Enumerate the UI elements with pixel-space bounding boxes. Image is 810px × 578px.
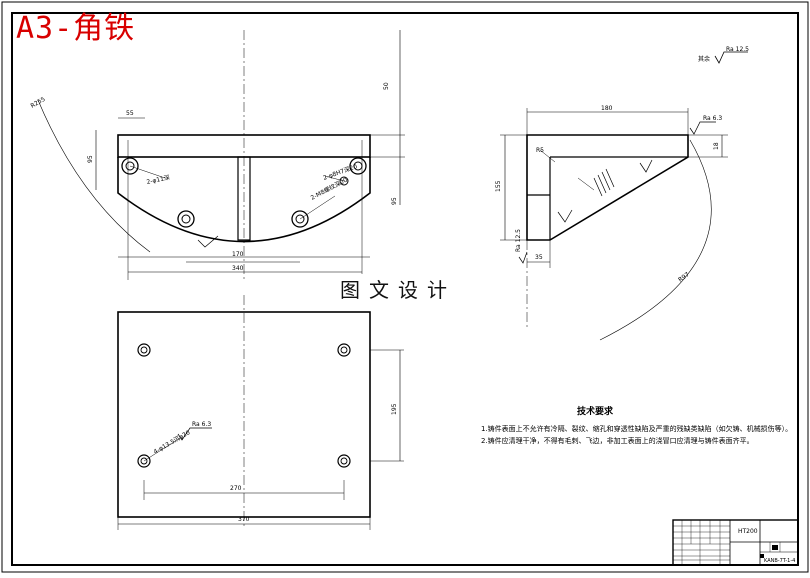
inner-border [11,12,799,566]
front-width-outer-dim: 340 [232,265,244,272]
plan-roughness-label: Ra 6.3 [192,421,211,428]
tech-requirement-note: 2.铸件应清理干净，不得有毛刺、飞边，非加工表面上的浇冒口应清理与铸件表面齐平。 [481,437,754,445]
title-block-labels: HT200 KANB-7T-1-4 [738,528,795,564]
front-height-dim: 95 [87,155,94,163]
general-roughness-prefix: 其余 [698,55,710,63]
side-chamfer-dim: R5 [536,147,544,154]
watermark-text: 图文设计 [336,274,460,303]
plan-hole-spec: 4-φ13.5沉φ20 [152,428,192,455]
drawing-stamp: A3-角铁 [16,11,136,46]
general-roughness-label: Ra 12.5 [726,46,749,53]
front-radius-dim: R255 [30,96,47,110]
front-hole-spec: 2-φ11深 [146,173,171,186]
material-label: HT200 [738,528,758,535]
plan-view-labels: 4-φ13.5沉φ20 Ra 6.3 270 370 195 [152,403,398,523]
side-height-dim: 155 [495,180,502,192]
front-width-inner-dim: 170 [232,251,244,258]
title-block [672,519,799,566]
plan-inner-width-dim: 270 [230,485,242,492]
plan-view [117,295,404,530]
front-view [37,30,405,280]
front-view-labels: 95 55 50 2-φ11深 2-M8螺纹深20 2-φ8H7深20 170 … [30,82,399,272]
plan-width-dim: 370 [238,516,250,523]
plan-height-dim: 195 [391,403,398,415]
side-view [500,108,728,341]
drawing-number-label: KANB-7T-1-4 [764,558,795,564]
general-roughness-symbol: Ra 12.5 其余 [698,46,749,64]
side-top-roughness-label: Ra 6.3 [703,115,722,122]
side-left-roughness-label: Ra 12.5 [515,229,522,252]
tech-requirements-title: 技术要求 [577,407,614,417]
side-flange-dim: 35 [535,254,543,261]
front-left-offset-dim: 55 [126,110,134,117]
side-width-dim: 180 [601,105,613,112]
tech-requirement-note: 1.铸件表面上不允许有冷隔、裂纹、缩孔和穿透性缺陷及严重的残缺类缺陷（如欠铸、机… [481,425,793,433]
front-top-depth-dim: 50 [383,82,390,90]
side-top-thickness-dim: 18 [713,142,720,150]
front-right-height-dim: 95 [391,197,398,205]
